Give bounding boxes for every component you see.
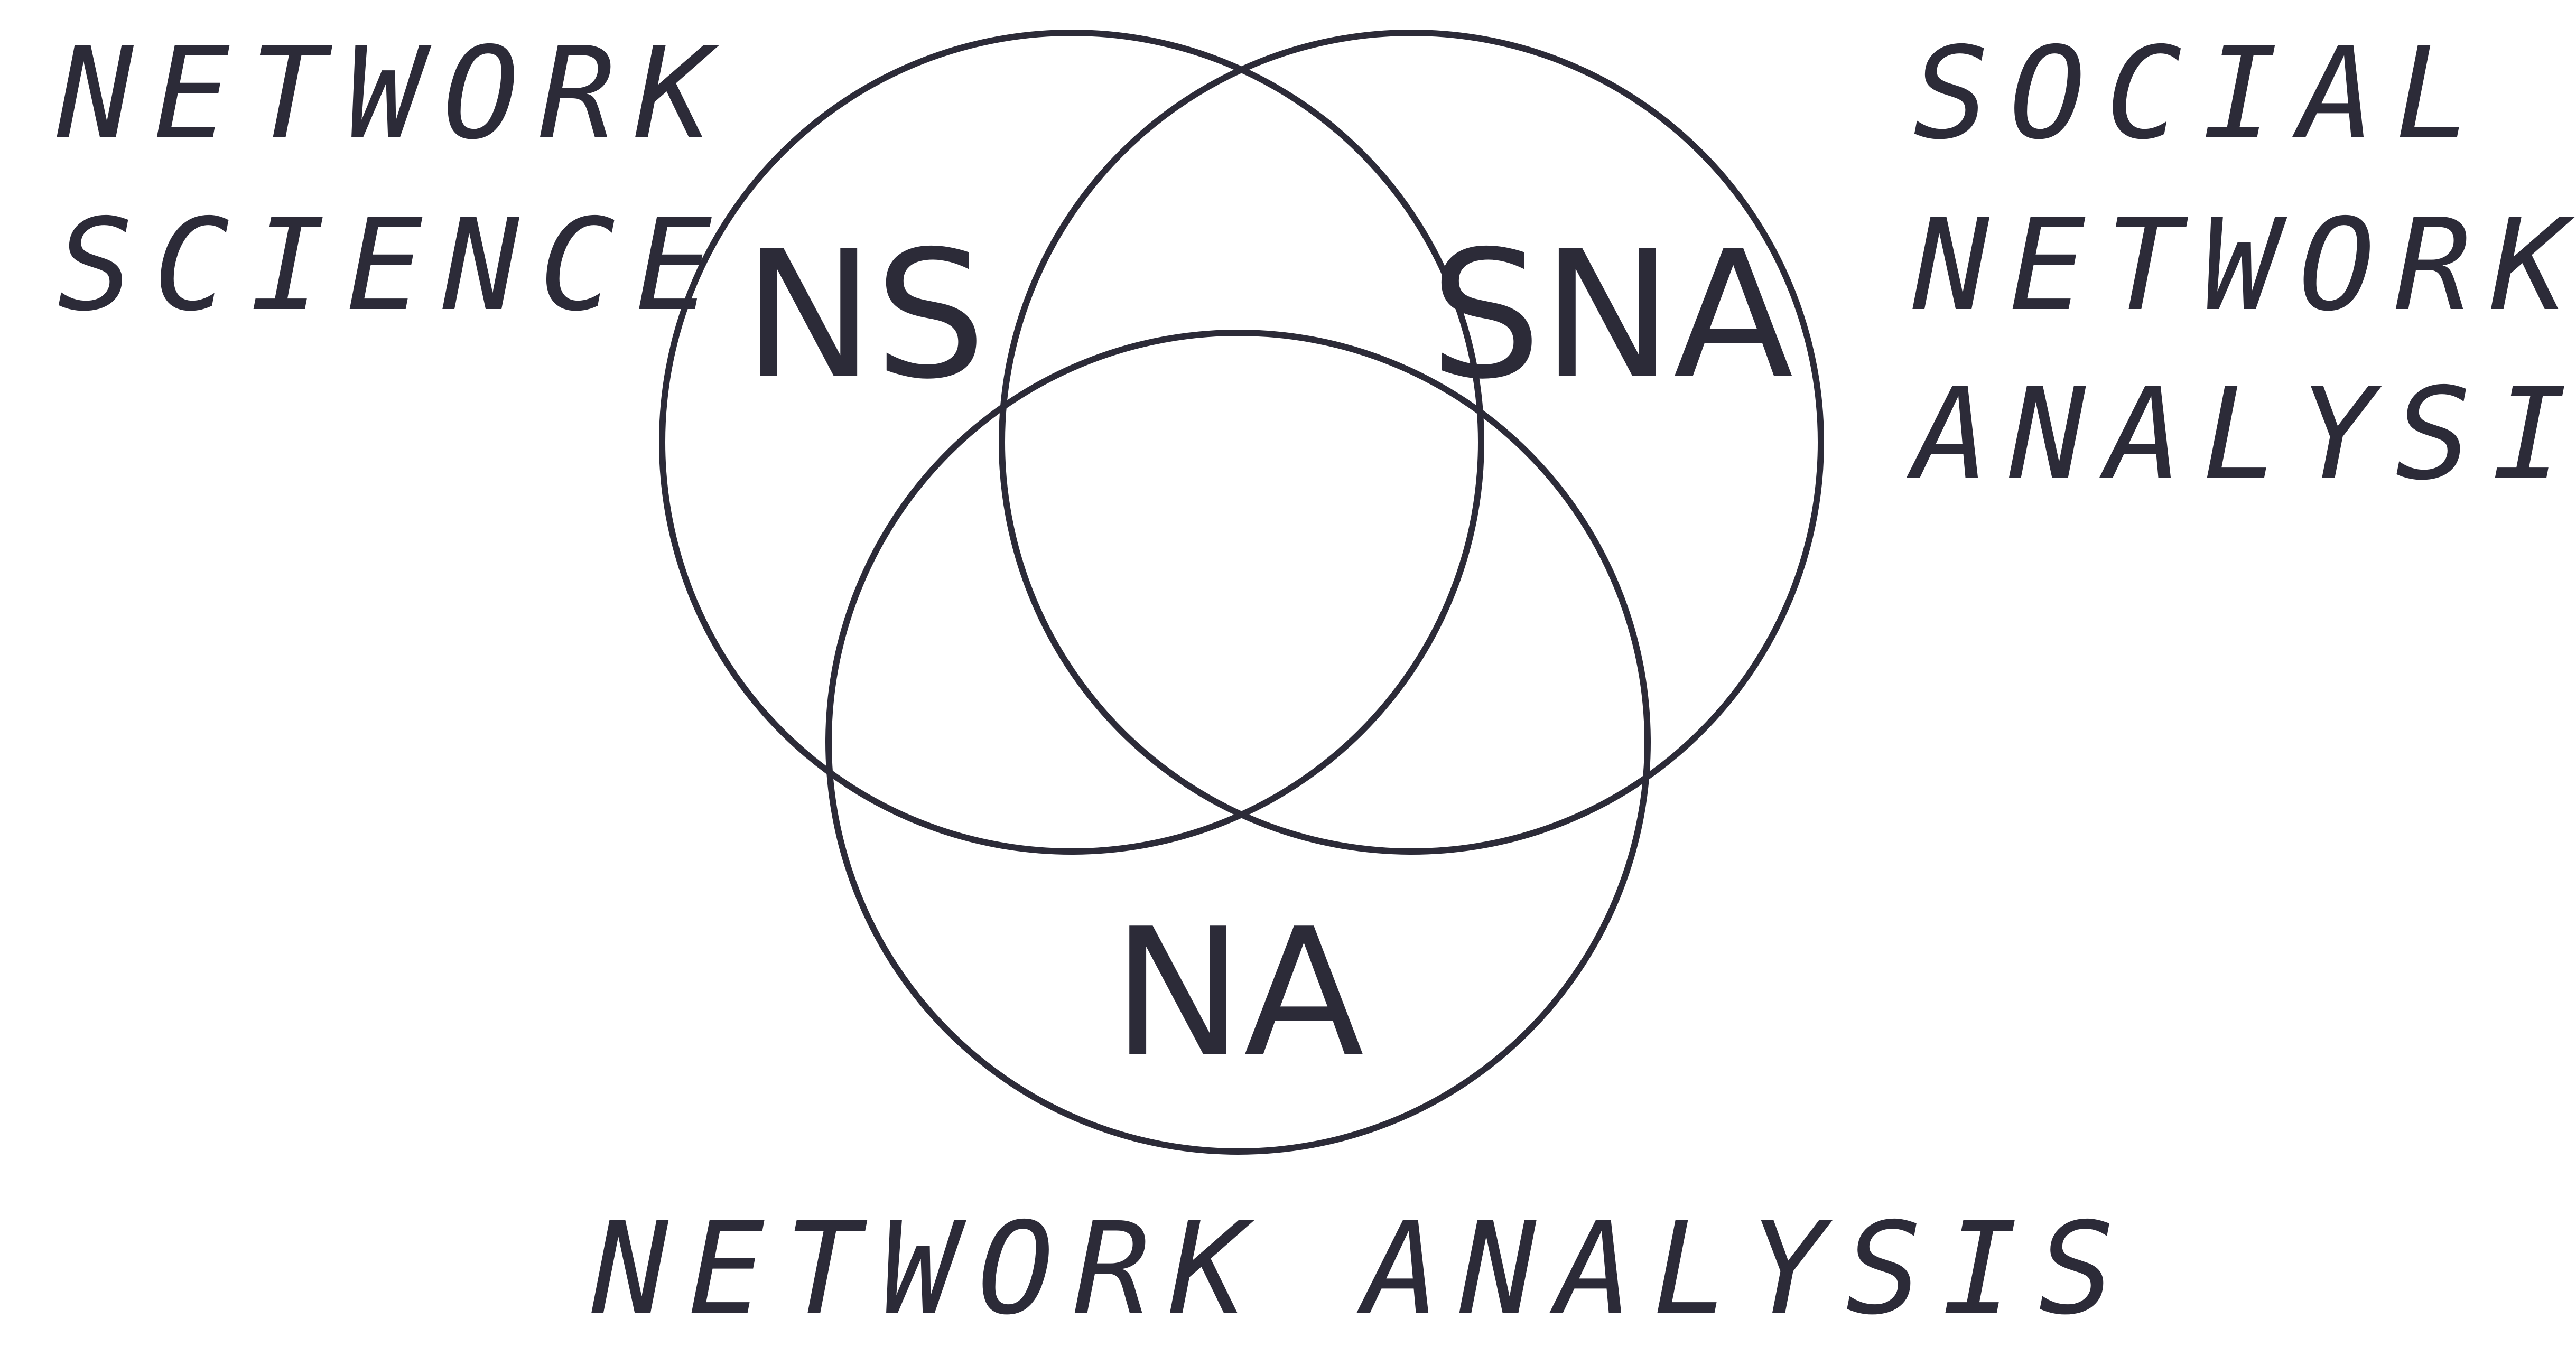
ns-abbreviation: NS [743, 213, 986, 418]
sna-abbreviation: SNA [1430, 213, 1794, 418]
social-network-analysis-caption-line-3: ANALYSIS [1906, 360, 2576, 508]
network-science-caption-line-2: SCIENCE [57, 191, 732, 339]
network-science-caption-line-1: NETWORK [57, 20, 732, 167]
social-network-analysis-caption-line-2: NETWORK [1912, 191, 2576, 339]
network-analysis-circle [825, 330, 1651, 1155]
social-network-analysis-caption-line-1: SOCIAL [1913, 20, 2491, 167]
network-science-circle [659, 30, 1484, 855]
na-abbreviation: NA [1112, 891, 1365, 1096]
social-network-analysis-circle [999, 30, 1824, 855]
network-analysis-caption: NETWORK ANALYSIS [591, 1195, 2135, 1343]
